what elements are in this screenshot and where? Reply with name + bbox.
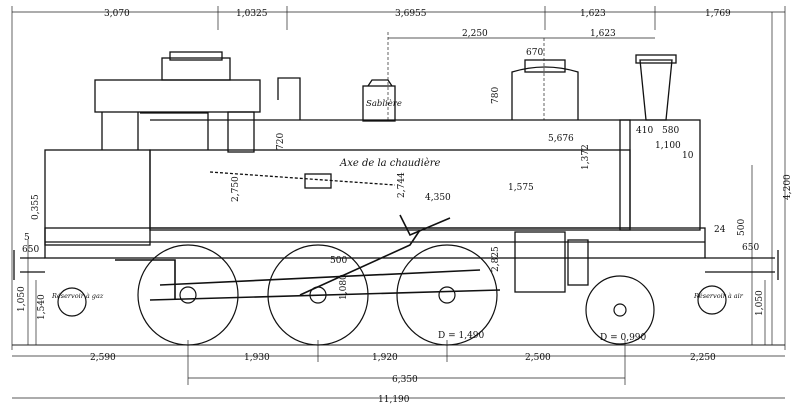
dim-bottom-4: 2,500 [525,353,551,363]
top-dimension-lines [11,6,786,350]
dim-upper-3: 670 [526,48,543,58]
dim-top-4: 1,623 [580,9,606,19]
label-reservoir-gaz: Réservoir à gaz [51,292,104,300]
dim-height-4: 1,050 [755,290,765,316]
dim-height-1: 4,200 [783,174,793,200]
dim-bottom-2: 1,930 [244,353,270,363]
dim-upper-4: 780 [491,87,501,104]
height-dimension-lines [27,12,773,345]
dim-upper-24: 650 [742,243,759,253]
dim-height-2: 1,050 [17,286,27,312]
dim-upper-12: 1,575 [508,183,534,193]
dim-top-2: 1,0325 [236,9,268,19]
dim-bottom-3: 1,920 [372,353,398,363]
label-sabliere: Sablière [366,98,402,109]
dim-upper-5: 720 [276,133,286,150]
dim-upper-18: 2,750 [231,176,241,202]
dim-top-3: 3,6955 [395,9,427,19]
dim-bottom-1: 2,590 [90,353,116,363]
dim-upper-7: 410 [636,126,653,136]
dim-upper-10: 10 [682,151,694,161]
locomotive-body [13,51,779,293]
dimension-texts: 3,070 1,0325 3,6955 1,623 1,769 2,250 1,… [17,9,793,405]
dim-height-3: 1,540 [37,294,47,320]
dim-top-5: 1,769 [705,9,731,19]
label-axe-chaudiere: Axe de la chaudière [339,158,441,169]
dim-upper-15: 500 [330,256,347,266]
dim-upper-14: 2,744 [397,172,407,198]
dim-upper-19: 0,355 [31,194,41,220]
bottom-dimension-lines [12,340,785,399]
dim-wheel-2: D = 0,990 [600,333,647,343]
dim-upper-16: 2,825 [491,246,501,272]
dim-upper-21: 650 [22,245,39,255]
dim-upper-9: 1,100 [655,141,681,151]
dim-upper-8: 580 [662,126,679,136]
dim-upper-6: 5,676 [548,134,574,144]
dim-top-1: 3,070 [104,9,130,19]
dim-upper-17: 1,080 [339,274,349,300]
dim-overall-2: 11,190 [378,395,410,405]
dim-upper-1: 2,250 [462,29,488,39]
dim-upper-13: 4,350 [425,193,451,203]
dim-upper-2: 1,623 [590,29,616,39]
valve-gear [115,214,501,301]
dim-upper-22: 24 [714,225,726,235]
dim-upper-11: 1,372 [581,144,591,170]
dim-upper-20: 5 [24,233,30,243]
dim-overall-1: 6,350 [392,375,418,385]
annotation-labels: Sablière Axe de la chaudière Réservoir à… [51,98,744,300]
label-reservoir-air: Réservoir à air [693,292,744,300]
dim-wheel-1: D = 1,490 [438,331,485,341]
dim-bottom-5: 2,250 [690,353,716,363]
dim-upper-23: 500 [737,219,747,236]
